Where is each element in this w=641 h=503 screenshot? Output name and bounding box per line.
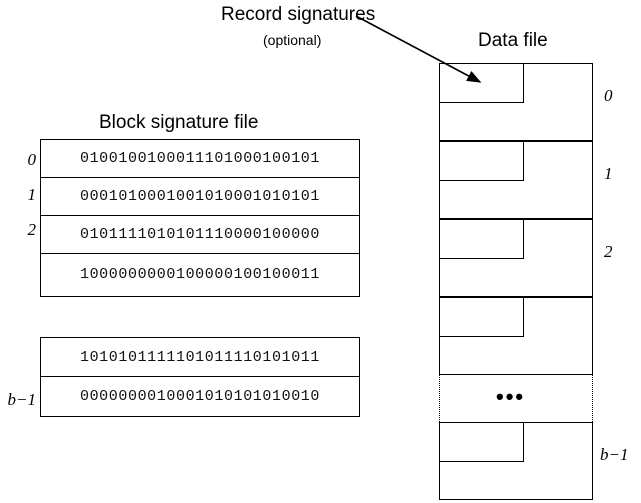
block-signature-file-title: Block signature file — [99, 112, 259, 133]
block-signature-bits: 0100100100011101000100101 — [79, 150, 321, 167]
data-block-index-0: 0 — [604, 86, 613, 105]
block-signature-bits: 1000000000100000100100011 — [79, 266, 321, 283]
data-block — [439, 63, 593, 141]
block-signature-bits: 0001010001001010001010101 — [79, 188, 321, 205]
data-block-index-b-minus-1: b−1 — [600, 445, 629, 464]
block-signature-bits: 0101111010101110000100000 — [79, 226, 321, 243]
table-row: 0100100100011101000100101 — [41, 140, 359, 178]
data-block-last — [439, 422, 593, 500]
block-sig-row-index-1: 1 — [27, 185, 37, 204]
table-row: 0101111010101110000100000 — [41, 216, 359, 254]
ellipsis-indicator: ••• — [496, 384, 526, 409]
data-file-title: Data file — [478, 30, 548, 51]
block-sig-row-index-2: 2 — [27, 220, 37, 239]
block-signature-bits: 1010101111101011110101011 — [79, 348, 321, 366]
data-block-index-1: 1 — [604, 164, 613, 183]
table-row: 1010101111101011110101011 — [41, 338, 359, 377]
record-signature-cell — [440, 64, 524, 103]
record-signature-cell — [440, 142, 524, 181]
block-sig-row-index-0: 0 — [27, 150, 37, 169]
record-signatures-optional-note: (optional) — [263, 32, 322, 48]
block-sig-row-index-b-minus-1: b−1 — [7, 390, 36, 409]
record-signatures-label: Record signatures — [221, 4, 376, 25]
data-block — [439, 141, 593, 219]
record-signature-cell — [440, 298, 524, 337]
table-row: 0001010001001010001010101 — [41, 178, 359, 216]
data-block-index-2: 2 — [604, 242, 613, 261]
table-row: 0000000010001010101010010 — [41, 377, 359, 416]
block-signature-bits: 0000000010001010101010010 — [79, 388, 321, 405]
block-signature-file-table-upper: 0100100100011101000100101 00010100010010… — [40, 139, 360, 297]
record-signature-cell — [440, 423, 524, 462]
data-block — [439, 297, 593, 375]
block-signature-file-table-lower: 1010101111101011110101011 00000000100010… — [40, 337, 360, 417]
data-block — [439, 219, 593, 297]
record-signature-cell — [440, 220, 524, 259]
data-file-gap — [439, 375, 593, 422]
table-row: 1000000000100000100100011 — [41, 254, 359, 295]
